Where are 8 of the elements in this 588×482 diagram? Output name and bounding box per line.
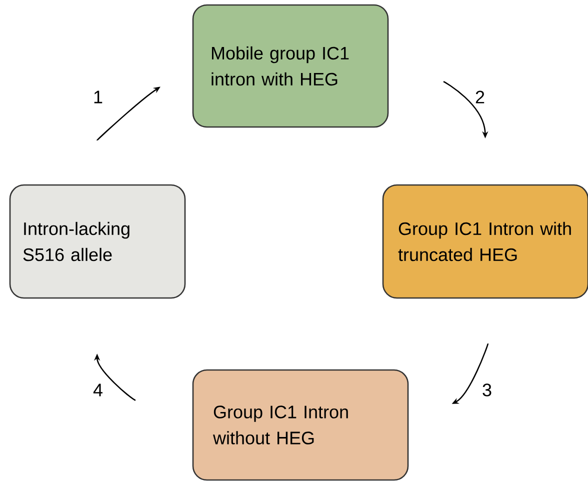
process-box: Mobile group IC1 intron with HEG	[192, 4, 389, 128]
process-box: Group IC1 Intron with truncated HEG	[382, 184, 588, 299]
step-number: 3	[481, 382, 493, 398]
process-box: Group IC1 Intron without HEG	[192, 369, 409, 481]
process-box: Intron-lacking S516 allele	[9, 184, 186, 299]
step-number: 2	[474, 90, 486, 104]
step-number: 1	[92, 90, 104, 104]
step-number: 4	[92, 382, 104, 398]
